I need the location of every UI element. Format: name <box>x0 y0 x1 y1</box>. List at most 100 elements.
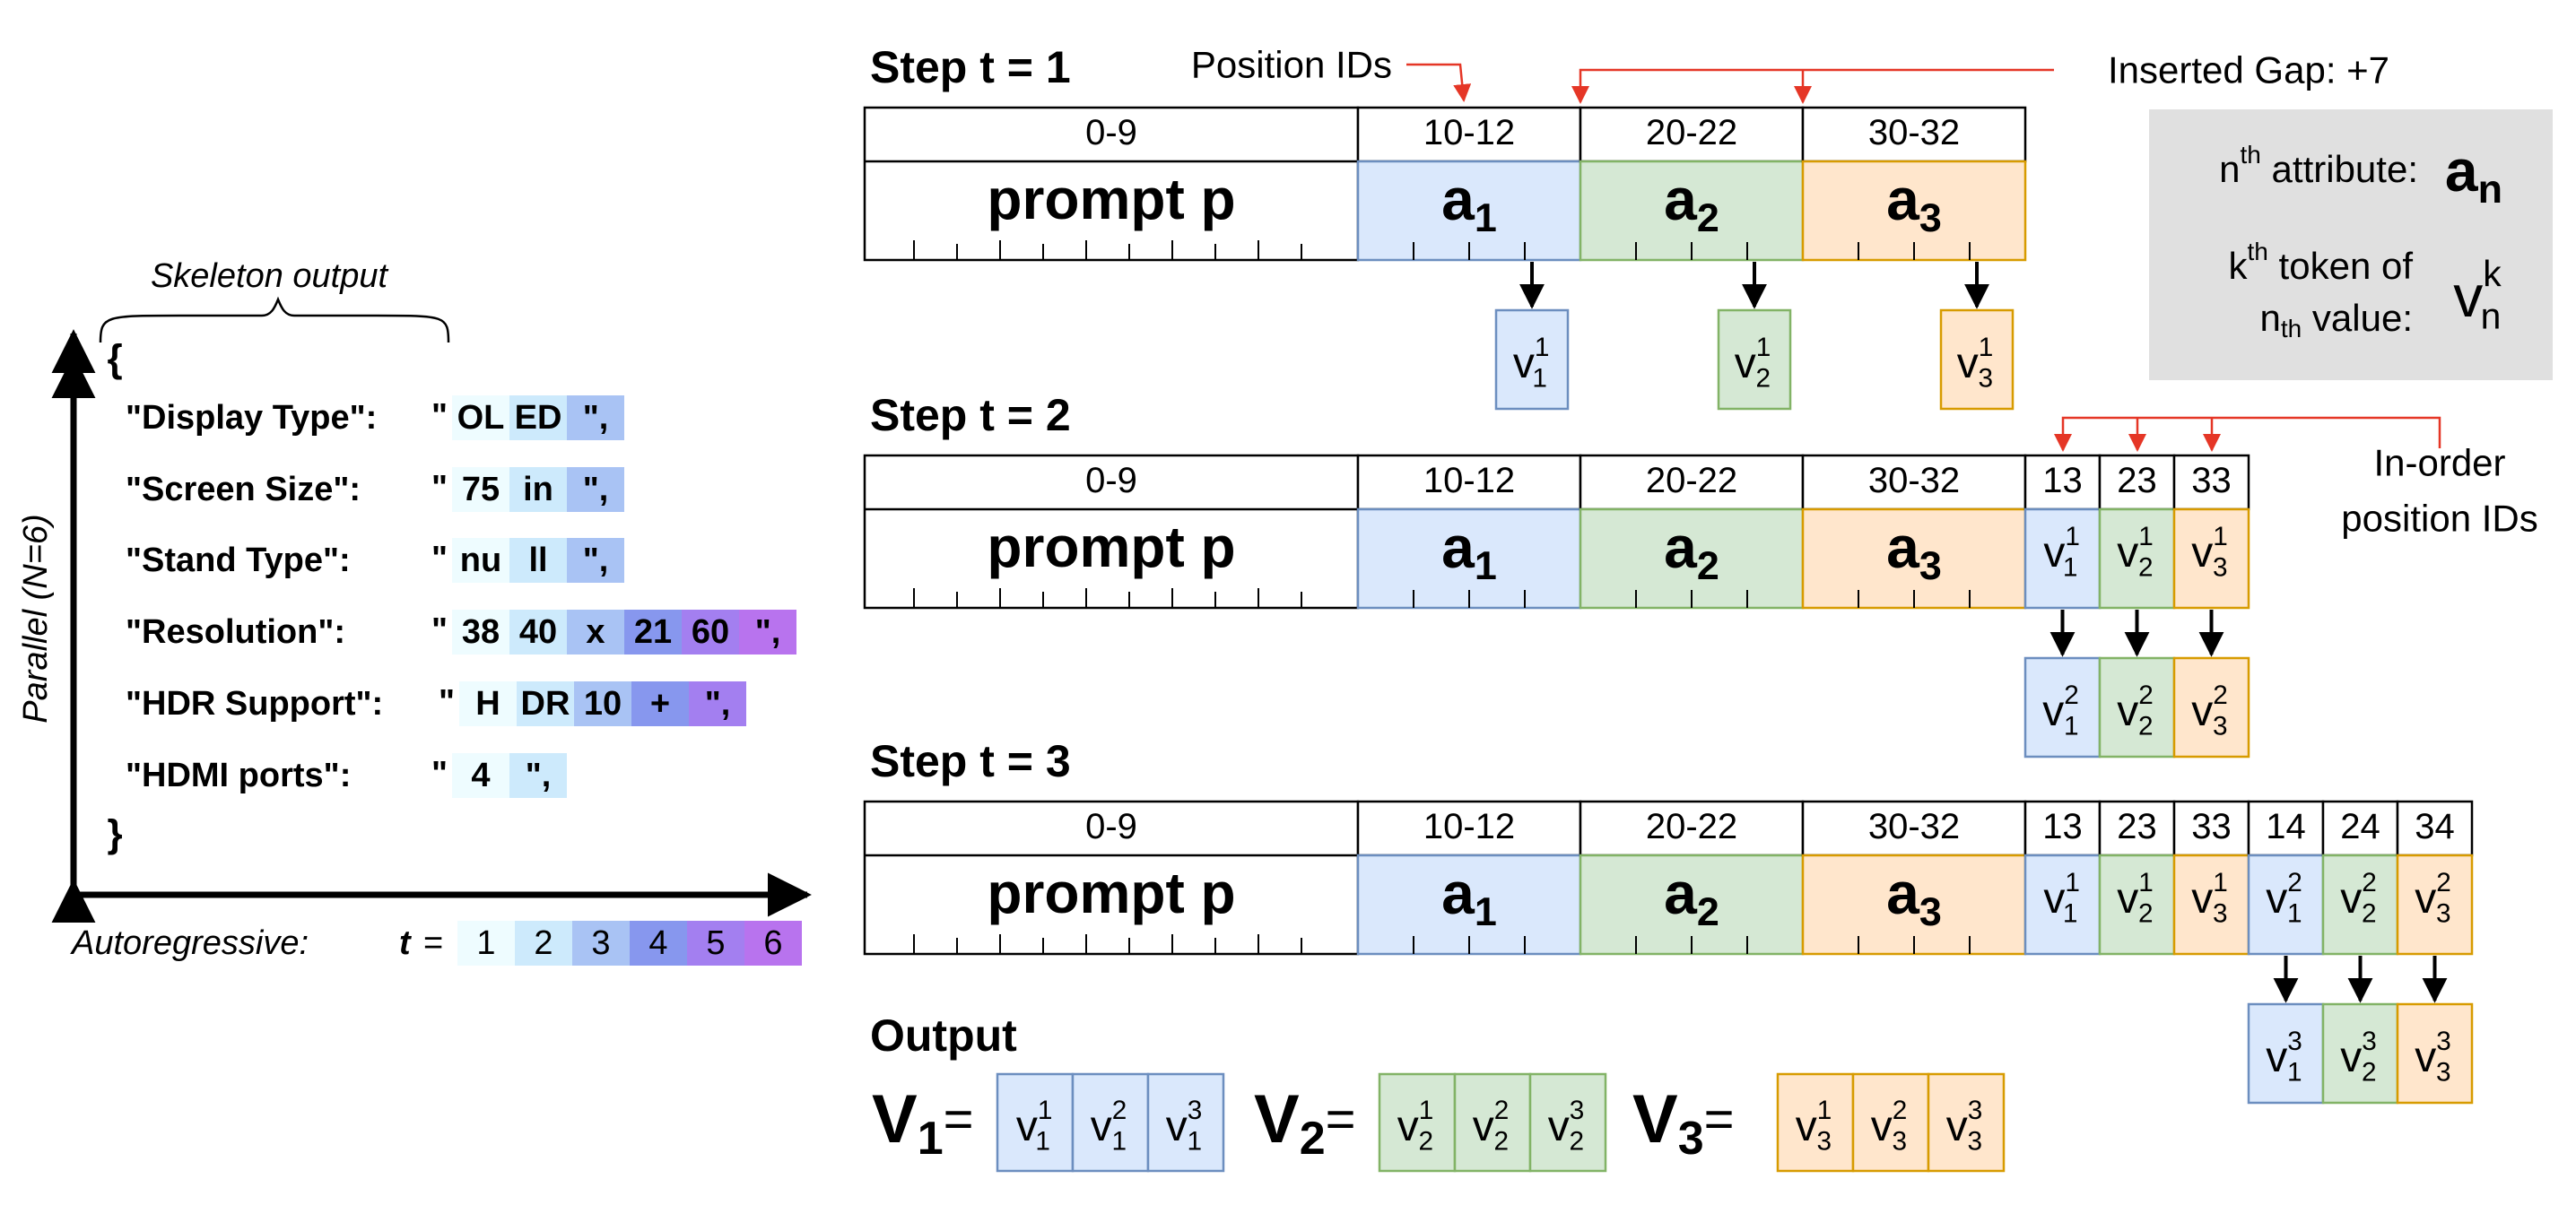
attribute-position-ids: 30-32 <box>1868 113 1960 152</box>
value-token: ", <box>705 685 731 723</box>
generated-token-block <box>2247 854 2325 956</box>
attribute-symbol: a2 <box>1664 860 1719 933</box>
time-step-cell <box>744 921 802 966</box>
attribute-position-ids: 10-12 <box>1423 461 1515 500</box>
attribute-symbol: a3 <box>1886 860 1942 933</box>
open-quote: " <box>431 611 448 649</box>
value-token: ", <box>583 399 609 437</box>
attribute-symbol: a3 <box>1886 166 1942 239</box>
t-equals: = <box>423 924 443 962</box>
token-position-id: 33 <box>2191 461 2232 500</box>
attribute-key: "Display Type": <box>126 399 377 437</box>
output-value-symbol: V2= <box>1254 1081 1356 1166</box>
attribute-symbol: a3 <box>1886 514 1942 587</box>
predicted-token-block <box>2396 1002 2474 1105</box>
time-step-label: 3 <box>591 924 610 962</box>
generated-token-block <box>2098 507 2176 610</box>
token-position-id: 13 <box>2042 461 2083 500</box>
time-step-label: 6 <box>763 924 782 962</box>
value-token: ", <box>755 613 781 651</box>
open-quote: " <box>431 540 448 577</box>
attribute-position-ids: 20-22 <box>1646 113 1737 152</box>
prompt-position-ids: 0-9 <box>1085 807 1137 846</box>
value-token-cell <box>459 681 517 726</box>
attribute-position-cell <box>1356 454 1582 511</box>
attribute-position-cell <box>1356 106 1582 163</box>
output-token-block <box>1927 1072 2006 1173</box>
legend-box <box>2149 109 2553 380</box>
output-token-block <box>1071 1072 1150 1173</box>
output-token-block <box>1851 1072 1930 1173</box>
value-token-cell <box>509 467 567 512</box>
value-token: nu <box>460 542 501 579</box>
generated-token-block <box>2321 854 2399 956</box>
value-token-cell <box>509 610 567 655</box>
generated-token-block <box>2396 854 2474 956</box>
time-step-label: 4 <box>648 924 667 962</box>
token-position-id: 24 <box>2340 807 2380 846</box>
value-token-cell <box>574 681 631 726</box>
legend-attribute-text: nth attribute: <box>2219 141 2418 190</box>
legend-token-text: kth token of <box>2229 238 2414 287</box>
output-token-block <box>1146 1072 1225 1173</box>
step-label: Step t = 2 <box>870 390 1071 440</box>
predicted-token-block <box>1494 308 1570 411</box>
value-token-cell <box>689 681 746 726</box>
attribute-position-cell <box>1801 454 2027 511</box>
attribute-key: "Stand Type": <box>126 542 351 579</box>
value-token: 10 <box>584 685 622 723</box>
open-quote: " <box>431 397 448 435</box>
time-step-label: 1 <box>476 924 495 962</box>
attribute-symbol: a1 <box>1441 166 1497 239</box>
attribute-symbol: a1 <box>1441 514 1497 587</box>
inserted-gap-annotation: Inserted Gap: +7 <box>2108 49 2389 91</box>
predicted-token-block <box>2098 656 2176 759</box>
generated-token-block <box>2023 854 2102 956</box>
open-quote: " <box>431 469 448 507</box>
value-token: OL <box>457 399 505 437</box>
prompt-block <box>863 454 1360 610</box>
prompt-block <box>863 106 1360 262</box>
attribute-symbol: a1 <box>1441 860 1497 933</box>
generated-token-block <box>2098 854 2176 956</box>
value-token-cell <box>567 610 624 655</box>
value-token: ", <box>583 471 609 508</box>
value-token: 38 <box>462 613 500 651</box>
value-token-cell <box>509 753 567 798</box>
attribute-symbol: a2 <box>1664 166 1719 239</box>
token-position-id: 23 <box>2117 807 2157 846</box>
value-token-cell <box>567 538 624 583</box>
value-token: 60 <box>692 613 729 651</box>
attribute-position-cell <box>1801 800 2027 857</box>
value-token-cell <box>452 610 509 655</box>
generated-token-block <box>2023 507 2102 610</box>
token-position-cell <box>2098 454 2176 511</box>
token-position-id: 34 <box>2415 807 2455 846</box>
value-token-cell <box>624 610 682 655</box>
output-value-symbol: V1= <box>872 1081 974 1166</box>
attribute-position-ids: 20-22 <box>1646 461 1737 500</box>
position-ids-annotation: Position IDs <box>1191 44 1392 86</box>
value-token-cell <box>452 753 509 798</box>
